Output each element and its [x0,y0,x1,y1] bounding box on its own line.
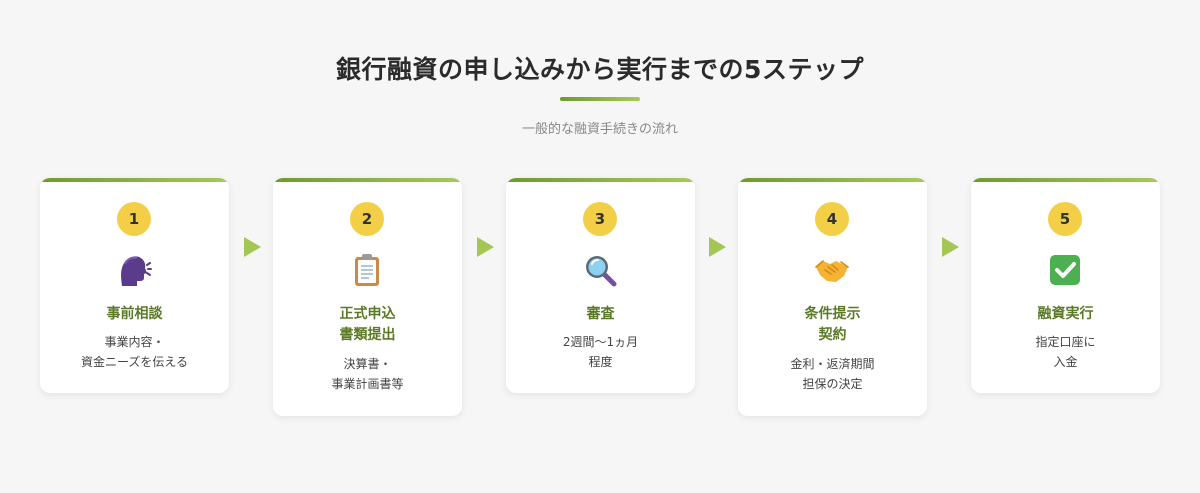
step-label-line: 事前相談 [106,306,163,322]
step-description-line: 2週間〜1ヵ月 [562,335,639,349]
step-card-1: 1 事前相談 事業内容・ 資金ニーズを伝える [40,178,229,393]
step-label: 審査 [506,304,695,325]
step-card-2: 2 正式申込 書類提出 決算書・ 事業計画書等 [273,178,462,416]
page-title: 銀行融資の申し込みから実行までの5ステップ [336,55,864,84]
step-label: 条件提示 契約 [738,304,927,346]
arrow-right-icon [244,237,261,257]
step-card-5: 5 融資実行 指定口座に 入金 [971,178,1160,393]
step-label: 融資実行 [971,304,1160,325]
arrow-right-icon [942,237,959,257]
step-description-line: 事業計画書等 [331,377,404,391]
step-description-line: 事業内容・ [104,335,165,349]
arrow-right-icon [477,237,494,257]
step-description-line: 資金ニーズを伝える [80,355,189,369]
step-label: 正式申込 書類提出 [273,304,462,346]
step-description: 決算書・ 事業計画書等 [273,354,462,394]
step-description: 2週間〜1ヵ月 程度 [506,332,695,372]
step-description: 事業内容・ 資金ニーズを伝える [40,332,229,372]
step-label: 事前相談 [40,304,229,325]
step-number-badge: 1 [117,202,151,236]
check-mark-button-icon [1050,255,1080,285]
step-card-4: 4 条件提示 契約 金利・返済期間 担保の決定 [738,178,927,416]
speaking-head-icon [121,256,152,286]
page-subtitle: 一般的な融資手続きの流れ [521,122,678,137]
step-description-line: 入金 [1053,355,1078,369]
magnifying-glass-icon [586,256,617,287]
step-number-badge: 4 [815,202,849,236]
step-description-line: 担保の決定 [802,377,863,391]
step-label-line: 契約 [818,327,847,343]
step-card-3: 3 審査 2週間〜1ヵ月 程度 [506,178,695,393]
step-label-line: 書類提出 [339,327,396,343]
clipboard-icon [355,254,379,286]
step-label-line: 正式申込 [339,306,396,322]
step-description-line: 金利・返済期間 [790,357,875,371]
step-description: 金利・返済期間 担保の決定 [738,354,927,394]
step-number-badge: 3 [583,202,617,236]
title-underline [560,97,640,101]
step-description-line: 程度 [588,355,613,369]
step-label-line: 条件提示 [804,306,861,322]
step-description-line: 指定口座に [1035,335,1096,349]
step-description: 指定口座に 入金 [971,332,1160,372]
step-label-line: 審査 [586,306,615,322]
arrow-right-icon [709,237,726,257]
step-number-badge: 5 [1048,202,1082,236]
handshake-icon [815,260,849,282]
step-description-line: 決算書・ [343,357,392,371]
step-label-line: 融資実行 [1037,306,1094,322]
step-number-badge: 2 [350,202,384,236]
